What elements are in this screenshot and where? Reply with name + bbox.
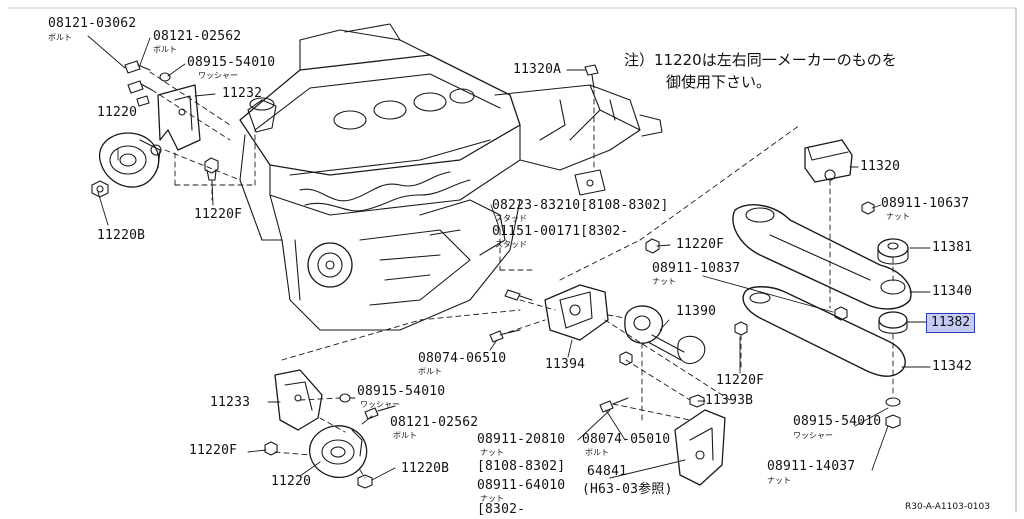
part-label-11220F-mid[interactable]: 11220F <box>676 237 725 252</box>
part-label-11393B[interactable]: 11393B <box>705 393 754 408</box>
part-label-08121-02562-bottom[interactable]: 08121-02562 <box>390 415 479 430</box>
part-label-11220B-bottom[interactable]: 11220B <box>401 461 450 476</box>
drawing-reference-code: R30-A-A1103-0103 <box>905 502 990 512</box>
part-label-08911-10637-desc: ナット <box>886 212 910 221</box>
part-label-08121-03062-desc: ボルト <box>48 33 72 42</box>
part-label-8108-8302[interactable]: [8108-8302] <box>477 459 566 474</box>
part-label-08121-03062[interactable]: 08121-03062 <box>48 16 137 31</box>
part-label-08911-64010-desc: ナット <box>480 494 504 503</box>
part-label-08915-54010-right[interactable]: 08915-54010 <box>793 414 882 429</box>
part-label-11340[interactable]: 11340 <box>932 284 973 299</box>
rear-center-mount-assembly <box>489 238 748 486</box>
part-label-08915-54010-bottom[interactable]: 08915-54010 <box>357 384 446 399</box>
part-label-08911-10837-mid[interactable]: 08911-10837 <box>652 261 741 276</box>
part-label-08911-14037-desc: ナット <box>767 476 791 485</box>
part-label-11394[interactable]: 11394 <box>545 357 586 372</box>
alignment-guide-lines <box>149 71 894 479</box>
engine-block-illustration <box>239 23 663 331</box>
part-label-11220F-bottom[interactable]: 11220F <box>189 443 238 458</box>
part-label-11320[interactable]: 11320 <box>860 159 901 174</box>
part-label-h63-reference[interactable]: (H63-03参照) <box>582 482 673 497</box>
part-label-01151-00171-desc: スタッド <box>495 240 527 249</box>
part-label-08911-20810-desc: ナット <box>480 448 504 457</box>
part-label-08911-64010[interactable]: 08911-64010 <box>477 478 566 493</box>
part-label-11342[interactable]: 11342 <box>932 359 973 374</box>
front-right-mount-assembly <box>264 64 599 489</box>
part-label-8302-bottom[interactable]: [8302- <box>477 502 526 517</box>
part-label-08915-54010-right-desc: ワッシャー <box>793 431 833 440</box>
part-label-11233[interactable]: 11233 <box>210 395 251 410</box>
part-label-11232[interactable]: 11232 <box>222 86 263 101</box>
part-label-11220-top[interactable]: 11220 <box>97 105 138 120</box>
part-label-08074-06510-desc: ボルト <box>418 367 442 376</box>
part-label-08121-02562-top[interactable]: 08121-02562 <box>153 29 242 44</box>
part-label-08915-54010-top-desc: ワッシャー <box>198 71 238 80</box>
part-label-11382-highlighted[interactable]: 11382 <box>926 313 976 333</box>
part-label-11320A[interactable]: 11320A <box>513 62 562 77</box>
part-label-08915-54010-top[interactable]: 08915-54010 <box>187 55 276 70</box>
part-label-08074-05010-desc: ボルト <box>585 448 609 457</box>
part-label-01151-00171[interactable]: 01151-00171[8302- <box>492 224 629 239</box>
part-label-08223-83210-desc: スタッド <box>495 214 527 223</box>
part-label-08915-54010-bottom-desc: ワッシャー <box>360 400 400 409</box>
part-label-08121-02562-top-desc: ボルト <box>153 45 177 54</box>
usage-note-line-2: 御使用下さい。 <box>666 73 772 91</box>
usage-note-line-1: 注）11220は左右同一メーカーのものを <box>624 51 897 69</box>
part-label-08911-10837-mid-desc: ナット <box>652 277 676 286</box>
leader-lines <box>87 35 931 481</box>
part-label-08911-14037[interactable]: 08911-14037 <box>767 459 856 474</box>
part-label-08121-02562-bottom-desc: ボルト <box>393 431 417 440</box>
part-label-08911-20810[interactable]: 08911-20810 <box>477 432 566 447</box>
part-label-11220F-right[interactable]: 11220F <box>716 373 765 388</box>
part-label-08074-06510[interactable]: 08074-06510 <box>418 351 507 366</box>
part-label-08074-05010[interactable]: 08074-05010 <box>582 432 671 447</box>
front-left-mount-assembly <box>91 60 219 198</box>
part-label-11220-bottom[interactable]: 11220 <box>271 474 312 489</box>
part-label-11220F-top[interactable]: 11220F <box>194 207 243 222</box>
part-label-64841[interactable]: 64841 <box>587 464 628 479</box>
part-label-11390[interactable]: 11390 <box>676 304 717 319</box>
part-label-11220B-top[interactable]: 11220B <box>97 228 146 243</box>
part-label-08223-83210[interactable]: 08223-83210[8108-8302] <box>492 198 669 213</box>
part-label-11381[interactable]: 11381 <box>932 240 973 255</box>
part-label-08911-10637[interactable]: 08911-10637 <box>881 196 970 211</box>
